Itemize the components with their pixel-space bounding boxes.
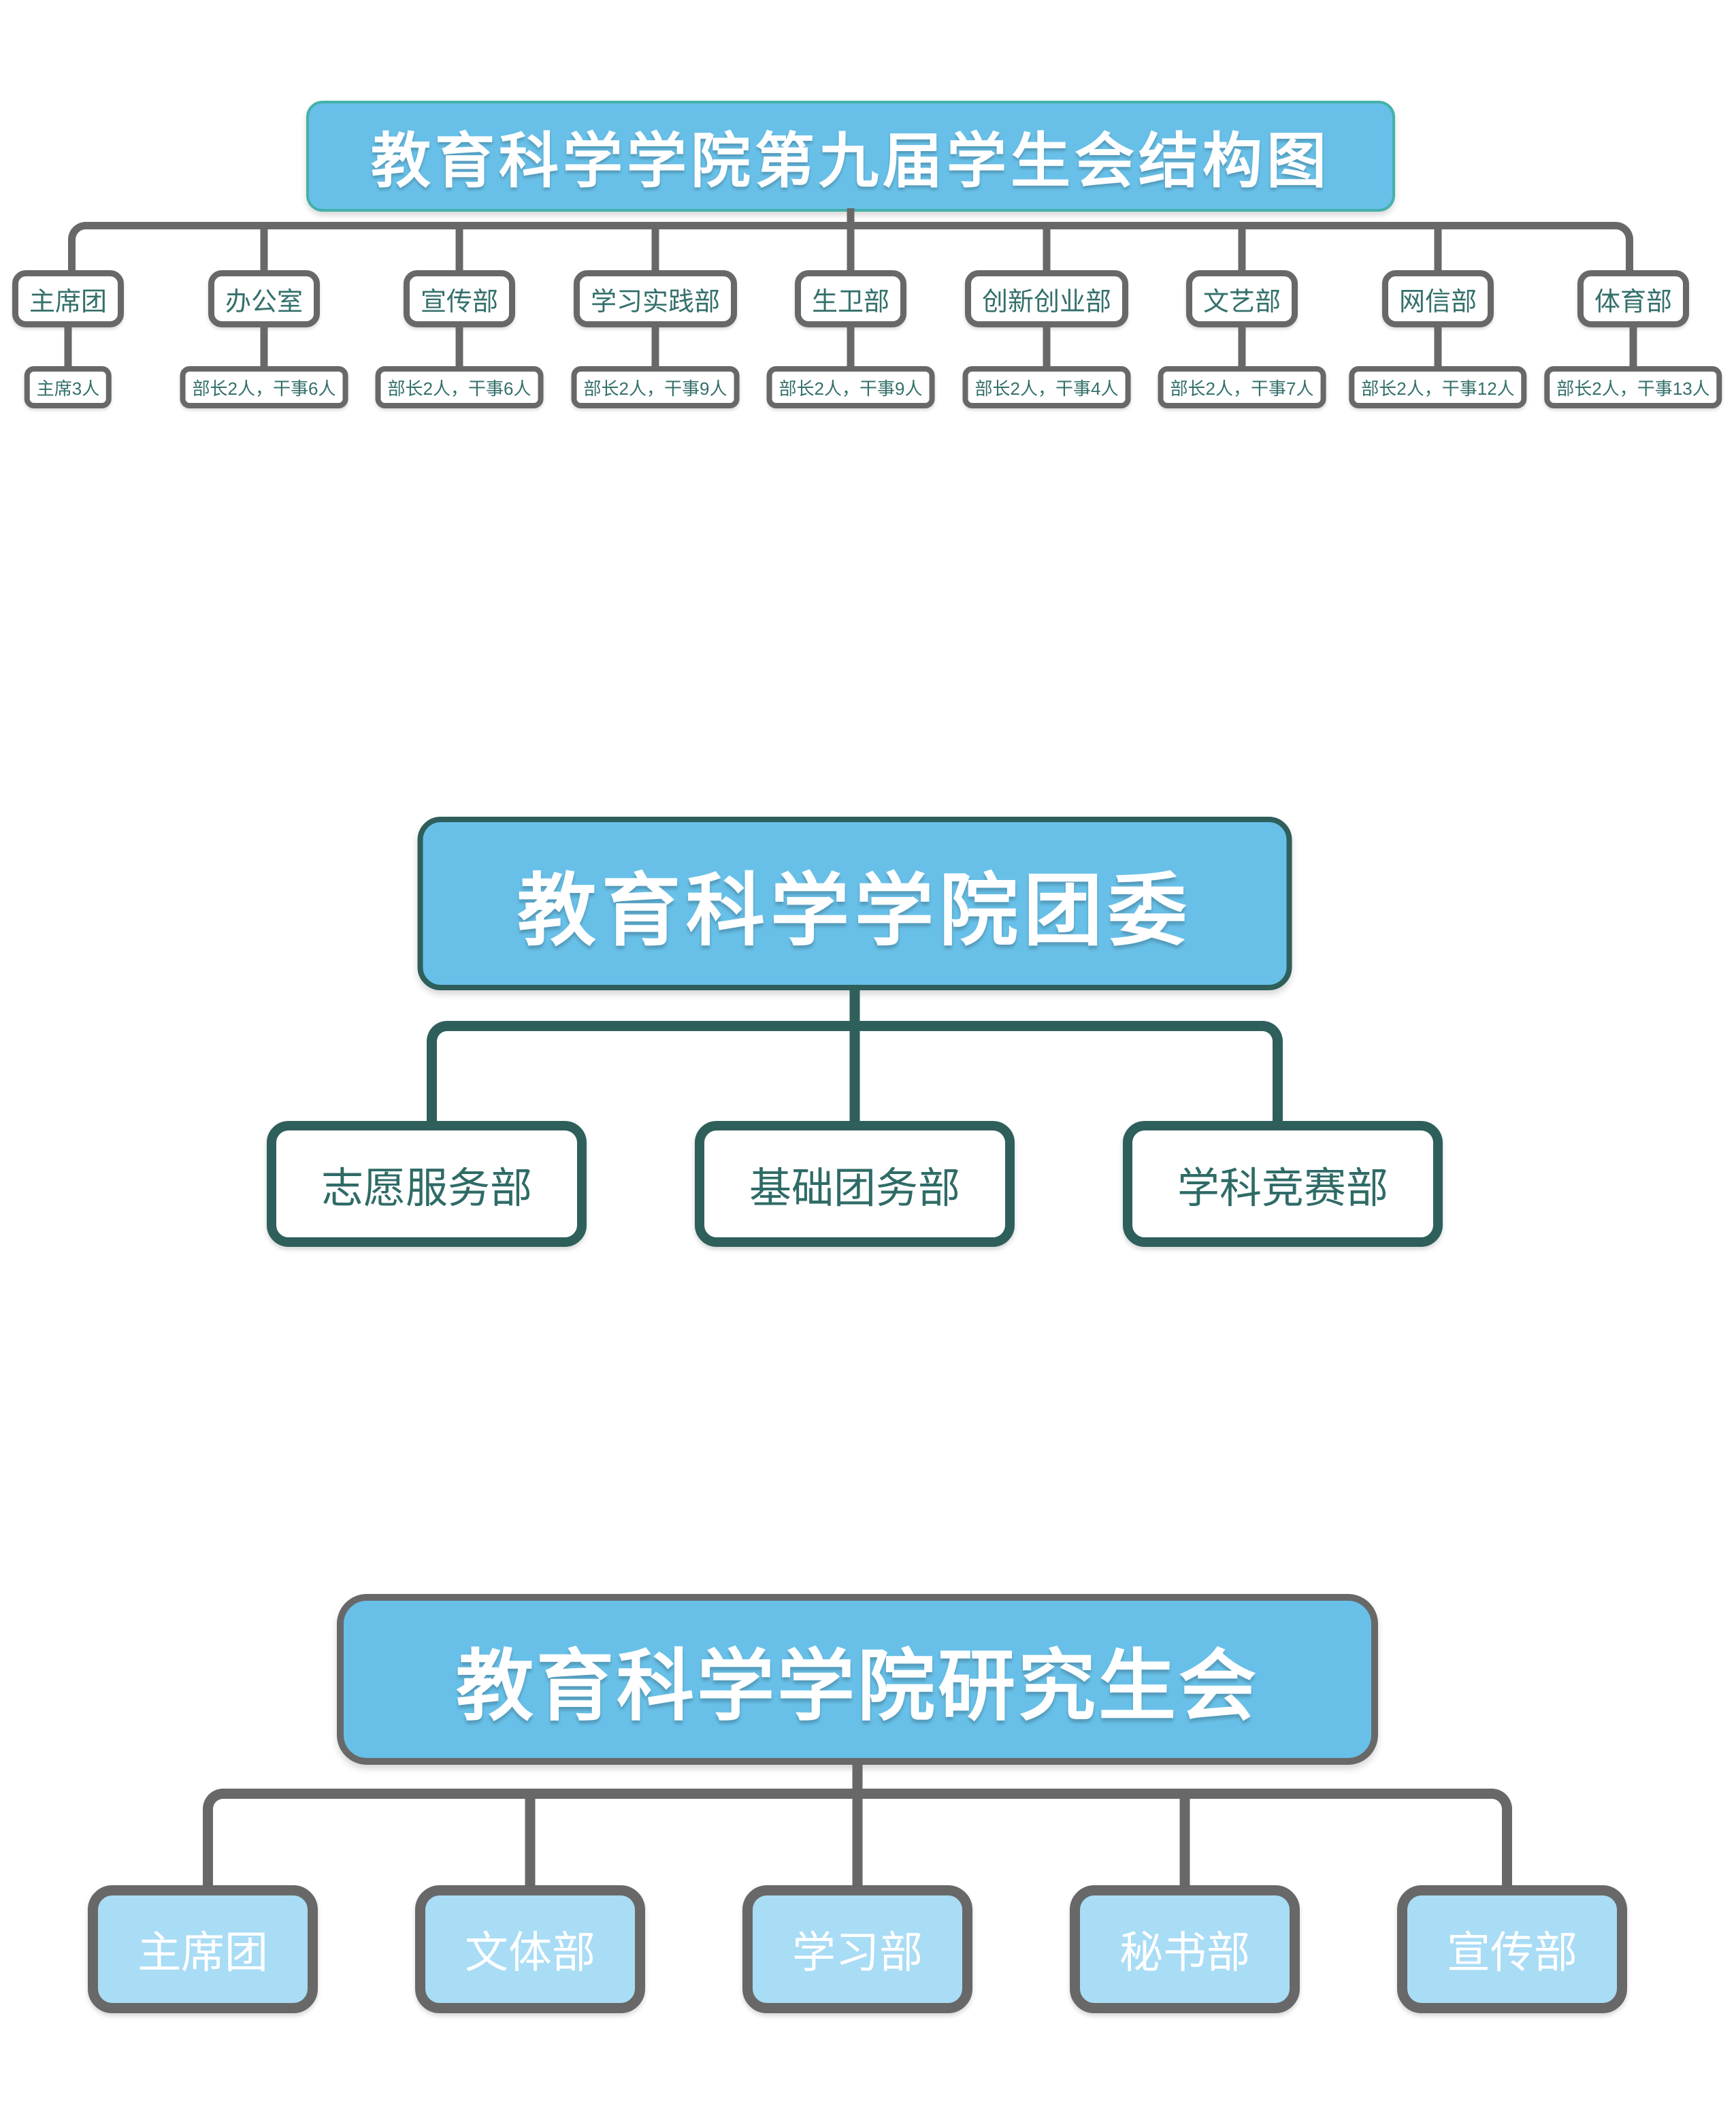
connector-drop (1043, 229, 1051, 271)
connector-dept-staff (1238, 326, 1246, 368)
connector-bus (427, 1021, 1283, 1122)
dept-node-4: 学习实践部 (573, 270, 738, 327)
dept-node-3: 宣传部 (403, 270, 516, 327)
connector-dept-staff (64, 326, 72, 368)
league-dept-node-3: 学科竞赛部 (1122, 1121, 1443, 1247)
dept-node-1: 主席团 (12, 270, 125, 327)
connector-root-drop (852, 1761, 863, 1794)
staff-node-6: 部长2人，干事4人 (962, 366, 1131, 408)
graduate-union-title: 教育科学学院研究生会 (455, 1644, 1259, 1730)
staff-node-5: 部长2人，干事9人 (766, 366, 935, 408)
dept-label: 文艺部 (1202, 287, 1281, 316)
connector-drop (1238, 229, 1246, 271)
dept-label: 志愿服务部 (321, 1164, 533, 1212)
dept-label: 宣传部 (1447, 1928, 1577, 1977)
dept-label: 宣传部 (420, 287, 499, 316)
root-node-graduate-union: 教育科学学院研究生会 (337, 1594, 1378, 1765)
connector-dept-staff (1629, 326, 1637, 368)
dept-label: 创新创业部 (981, 287, 1112, 316)
dept-label: 基础团务部 (749, 1164, 961, 1212)
dept-node-5: 生卫部 (794, 270, 907, 327)
grad-dept-node-4: 秘书部 (1070, 1885, 1300, 2013)
root-node-student-union: 教育科学学院第九届学生会结构图 (306, 101, 1395, 212)
connector-drop (847, 229, 855, 271)
staff-node-7: 部长2人，干事7人 (1158, 366, 1326, 408)
connector-drop (525, 1799, 536, 1886)
connector-drop (455, 229, 463, 271)
staff-node-2: 部长2人，干事6人 (180, 366, 348, 408)
connector-drop (849, 1031, 860, 1122)
dept-label: 秘书部 (1119, 1928, 1250, 1977)
connector-dept-staff (651, 326, 659, 368)
staff-node-1: 主席3人 (24, 366, 112, 408)
dept-node-7: 文艺部 (1185, 270, 1298, 327)
connector-drop (260, 229, 268, 271)
connector-dept-staff (455, 326, 463, 368)
dept-label: 文体部 (465, 1928, 595, 1977)
student-union-title: 教育科学学院第九届学生会结构图 (370, 127, 1330, 195)
dept-node-8: 网信部 (1381, 270, 1494, 327)
dept-label: 学习部 (792, 1928, 923, 1977)
connector-drop (1434, 229, 1442, 271)
league-dept-node-2: 基础团务部 (694, 1121, 1015, 1247)
league-dept-node-1: 志愿服务部 (266, 1121, 587, 1247)
dept-node-2: 办公室 (208, 270, 321, 327)
connector-drop (852, 1799, 863, 1886)
dept-node-6: 创新创业部 (964, 270, 1129, 327)
dept-label: 体育部 (1594, 287, 1673, 316)
staff-node-9: 部长2人，干事13人 (1544, 366, 1722, 408)
staff-label: 部长2人，干事9人 (583, 378, 727, 399)
connector-root-drop (849, 988, 860, 1024)
staff-label: 部长2人，干事7人 (1170, 378, 1314, 399)
grad-dept-node-1: 主席团 (88, 1885, 318, 2013)
youth-league-title: 教育科学学院团委 (517, 866, 1192, 955)
staff-label: 部长2人，干事6人 (192, 378, 336, 399)
dept-label: 学习实践部 (590, 287, 721, 316)
connector-drop (1179, 1799, 1190, 1886)
connector-dept-staff (847, 326, 855, 368)
staff-label: 部长2人，干事9人 (779, 378, 923, 399)
staff-label: 主席3人 (36, 378, 100, 399)
connector-bus (68, 222, 1633, 271)
root-node-youth-league: 教育科学学院团委 (417, 817, 1292, 990)
staff-label: 部长2人，干事6人 (387, 378, 531, 399)
connector-dept-staff (1043, 326, 1051, 368)
dept-label: 主席团 (137, 1928, 268, 1977)
staff-label: 部长2人，干事12人 (1361, 378, 1515, 399)
staff-node-4: 部长2人，干事9人 (571, 366, 740, 408)
dept-node-9: 体育部 (1577, 270, 1690, 327)
connector-drop (651, 229, 659, 271)
staff-label: 部长2人，干事13人 (1556, 378, 1710, 399)
dept-label: 主席团 (29, 287, 108, 316)
staff-node-3: 部长2人，干事6人 (375, 366, 544, 408)
grad-dept-node-3: 学习部 (742, 1885, 972, 2013)
staff-label: 部长2人，干事4人 (975, 378, 1119, 399)
staff-node-8: 部长2人，干事12人 (1349, 366, 1527, 408)
connector-bus (203, 1789, 1512, 1886)
connector-dept-staff (1434, 326, 1442, 368)
connector-root-drop (847, 208, 855, 226)
connector-dept-staff (260, 326, 268, 368)
dept-label: 办公室 (225, 287, 304, 316)
grad-dept-node-5: 宣传部 (1397, 1885, 1627, 2013)
dept-label: 生卫部 (811, 287, 890, 316)
dept-label: 网信部 (1398, 287, 1477, 316)
grad-dept-node-2: 文体部 (415, 1885, 645, 2013)
dept-label: 学科竞赛部 (1177, 1164, 1389, 1212)
